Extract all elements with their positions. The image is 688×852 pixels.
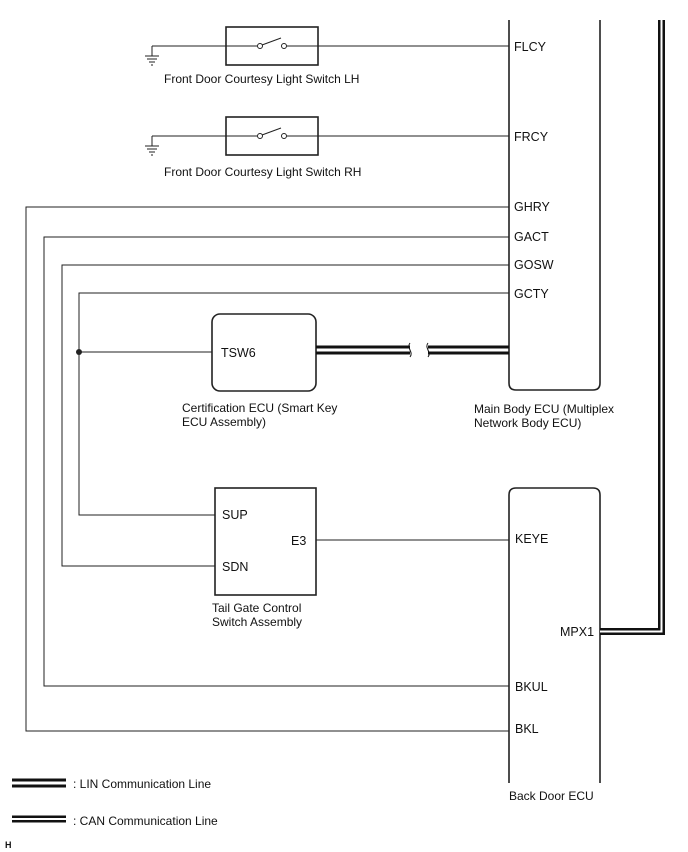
tail-gate-caption-line1: Tail Gate Control [212,601,301,615]
switch-rh-caption: Front Door Courtesy Light Switch RH [164,165,361,179]
pin-gcty: GCTY [514,287,549,301]
switch-lh-caption: Front Door Courtesy Light Switch LH [164,72,359,86]
wire-gcty-sup [78,292,509,516]
certification-ecu-caption-line1: Certification ECU (Smart Key [182,401,337,415]
ground-symbol-rh [145,136,159,156]
footer-code: H [5,840,12,850]
lin-line-tsw6 [316,342,509,358]
pin-tsw6: TSW6 [221,346,256,360]
pin-flcy: FLCY [514,40,547,54]
back-door-ecu: KEYE MPX1 BKUL BKL Back Door ECU [508,487,601,803]
back-door-ecu-caption: Back Door ECU [509,789,594,803]
can-line-mpx1 [600,20,665,635]
legend: : LIN Communication Line : CAN Communica… [12,777,218,828]
switch-contact-rh [226,127,318,139]
pin-sup: SUP [222,508,248,522]
main-body-ecu: FLCY FRCY GHRY GACT GOSW GCTY Main Body … [474,20,614,430]
wire-gact-bkul [43,236,509,687]
pin-gact: GACT [514,230,549,244]
pin-bkl: BKL [515,722,539,736]
pin-frcy: FRCY [514,130,549,144]
legend-lin-symbol [12,778,66,788]
legend-can-label: : CAN Communication Line [73,814,218,828]
legend-lin-label: : LIN Communication Line [73,777,211,791]
pin-ghry: GHRY [514,200,551,214]
pin-gosw: GOSW [514,258,554,272]
wire-gosw-sdn [61,264,509,567]
pin-sdn: SDN [222,560,248,574]
ground-symbol-lh [145,46,159,66]
pin-bkul: BKUL [515,680,548,694]
tail-gate-caption-line2: Switch Assembly [212,615,302,629]
certification-ecu: TSW6 Certification ECU (Smart Key ECU As… [182,313,337,429]
main-body-ecu-caption-line2: Network Body ECU) [474,416,581,430]
front-door-switch-rh: Front Door Courtesy Light Switch RH [145,116,509,179]
tail-gate-switch: SUP E3 SDN Tail Gate Control Switch Asse… [212,487,317,629]
pin-mpx1: MPX1 [560,625,594,639]
pin-e3: E3 [291,534,306,548]
wire-tsw6-branch [76,349,212,355]
main-body-ecu-caption-line1: Main Body ECU (Multiplex [474,402,614,416]
switch-contact-lh [226,37,318,49]
certification-ecu-caption-line2: ECU Assembly) [182,415,266,429]
pin-keye: KEYE [515,532,548,546]
front-door-switch-lh: Front Door Courtesy Light Switch LH [145,26,509,86]
wire-ghry-bkl [25,206,509,732]
